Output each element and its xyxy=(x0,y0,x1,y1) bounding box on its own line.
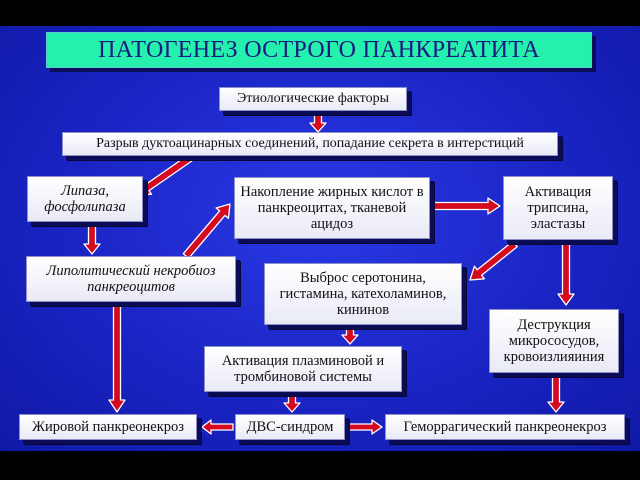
arrow-trypsin-to-serotonin xyxy=(469,240,518,281)
arrow-serotonin-to-plasmin xyxy=(341,326,359,345)
arrow-destruction-to-hemorrhagic xyxy=(547,374,565,413)
node-plasmin: Активация плазминовой и тромбиновой сист… xyxy=(204,346,402,392)
node-fat-necrosis: Жировой панкреонекроз xyxy=(19,414,197,440)
node-etiology: Этиологические факторы xyxy=(219,87,407,111)
node-lipase: Липаза, фосфолипаза xyxy=(27,176,143,222)
arrow-lipolytic-to-fatty-acids xyxy=(182,203,231,259)
arrow-fatty-acids-to-trypsin xyxy=(429,197,501,215)
arrow-plasmin-to-dic xyxy=(283,393,301,413)
node-hemorrhagic: Геморрагический панкреонекроз xyxy=(385,414,625,440)
node-destruction: Деструкция микрососудов, кровоизлияиния xyxy=(489,309,619,373)
arrow-etiology-to-rupture xyxy=(309,111,327,133)
arrow-rupture-to-lipase xyxy=(137,154,193,195)
node-fatty-acids: Накопление жирных кислот в панкреоцитах,… xyxy=(234,177,430,239)
node-serotonin: Выброс серотонина, гистамина, катехолами… xyxy=(264,263,462,325)
node-trypsin: Активация трипсина, эластазы xyxy=(503,176,613,240)
node-dic: ДВС-синдром xyxy=(235,414,345,440)
arrow-lipolytic-to-fat-necrosis xyxy=(108,302,126,413)
node-lipolytic: Липолитический некробиоз панкреоцитов xyxy=(26,256,236,302)
node-rupture: Разрыв дуктоацинарных соединений, попада… xyxy=(62,132,558,156)
arrow-trypsin-to-destruction xyxy=(557,243,575,306)
arrow-dic-to-fat-necrosis xyxy=(201,419,234,435)
arrow-lipase-to-lipolytic xyxy=(83,223,101,255)
slide-title: ПАТОГЕНЕЗ ОСТРОГО ПАНКРЕАТИТА xyxy=(46,32,592,68)
arrow-dic-to-hemorrhagic xyxy=(346,419,383,435)
